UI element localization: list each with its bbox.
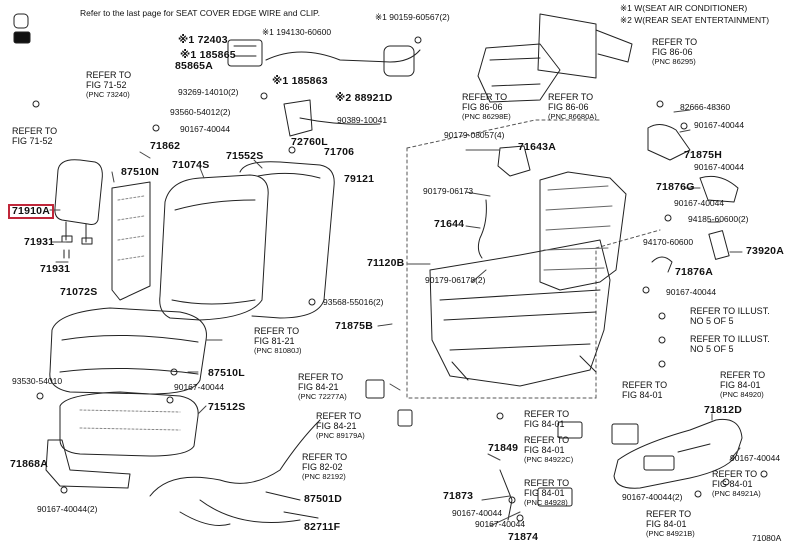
part-label-82711F[interactable]: 82711F (304, 521, 341, 533)
headrest-shape (54, 159, 103, 225)
part-label-90179c[interactable]: 90179-06178(2) (425, 275, 486, 285)
part-label-71644[interactable]: 71644 (434, 218, 465, 230)
cushion-pad-shape (59, 391, 199, 457)
fasteners (32, 36, 768, 522)
part-label-71849[interactable]: 71849 (488, 442, 519, 454)
cover-icon-outline (13, 13, 29, 29)
part-label-71910A-highlighted[interactable]: 71910A (8, 204, 54, 219)
part-label-94170[interactable]: 94170-60600 (643, 237, 694, 247)
part-label-71862[interactable]: 71862 (150, 140, 181, 152)
ref-note-18[interactable]: REFER TO ILLUST.NO 5 OF 5 (690, 334, 770, 354)
part-label-87510N[interactable]: 87510N (121, 166, 159, 178)
part-label-185865[interactable]: ※1 185865 (180, 49, 236, 61)
part-label-73920A[interactable]: 73920A (746, 245, 784, 257)
part-label-71874[interactable]: 71874 (508, 531, 539, 543)
part-label-90389[interactable]: 90389-10041 (337, 115, 388, 125)
part-label-90167f[interactable]: 90167-40044 (174, 382, 225, 392)
part-label-93269[interactable]: 93269-14010(2) (178, 87, 239, 97)
seatback-cover-shape (159, 174, 269, 321)
part-label-185863[interactable]: ※1 185863 (272, 75, 328, 87)
cover-icon-filled (13, 31, 31, 44)
part-label-72760L[interactable]: 72760L (291, 136, 328, 148)
part-label-90167h[interactable]: 90167-40044 (452, 508, 503, 518)
part-label-71875H[interactable]: 71875H (684, 149, 722, 161)
part-label-94185[interactable]: 94185-60600(2) (688, 214, 749, 224)
part-label-71643A[interactable]: 71643A (518, 141, 556, 153)
seatback-pad-shape (111, 181, 151, 301)
part-label-90159[interactable]: ※1 90159-60567(2) (375, 12, 450, 22)
part-label-90167k[interactable]: 90167-40044(2) (622, 492, 683, 502)
part-label-87510L[interactable]: 87510L (208, 367, 245, 379)
part-label-71931a[interactable]: 71931 (24, 236, 55, 248)
part-label-85865A[interactable]: 85865A (175, 60, 213, 72)
part-label-71812D[interactable]: 71812D (704, 404, 742, 416)
part-label-71706[interactable]: 71706 (324, 146, 355, 158)
figure-id: 71080A (752, 533, 782, 543)
seat-frame-shape (429, 239, 611, 387)
part-label-90179a[interactable]: 90179-08057(4) (444, 130, 505, 140)
part-label-71931b[interactable]: 71931 (40, 263, 71, 275)
header-note: Refer to the last page for SEAT COVER ED… (80, 8, 320, 18)
side-shield-shape (613, 418, 743, 489)
part-label-82666[interactable]: 82666-48360 (680, 102, 731, 112)
part-label-88921D[interactable]: ※2 88921D (335, 92, 393, 104)
part-label-194130[interactable]: ※1 194130-60600 (262, 27, 332, 37)
part-label-71512S[interactable]: 71512S (208, 401, 246, 413)
seatback-frame-shape (539, 171, 627, 291)
part-label-71074S[interactable]: 71074S (172, 159, 210, 171)
legend-2: ※2 W(REAR SEAT ENTERTAINMENT) (620, 15, 770, 25)
part-label-93530[interactable]: 93530-54010 (12, 376, 63, 386)
ref-note-17[interactable]: REFER TO ILLUST.NO 5 OF 5 (690, 306, 770, 326)
part-label-90167i[interactable]: 90167-40044 (475, 519, 526, 529)
part-label-71876G[interactable]: 71876G (656, 181, 695, 193)
cushion-trim-shape (45, 439, 131, 489)
part-label-90167b[interactable]: 90167-40044 (694, 120, 745, 130)
wire-harness-shape (149, 419, 321, 526)
part-label-93560[interactable]: 93560-54012(2) (170, 107, 231, 117)
part-label-71072S[interactable]: 71072S (60, 286, 98, 298)
legend-1: ※1 W(SEAT AIR CONDITIONER) (620, 3, 748, 13)
module-86295-shape (537, 13, 597, 79)
part-label-72403[interactable]: ※1 72403 (178, 34, 228, 46)
part-label-71875B[interactable]: 71875B (335, 320, 373, 332)
part-label-71552S[interactable]: 71552S (226, 150, 264, 162)
part-label-90179b[interactable]: 90179-06173 (423, 186, 474, 196)
part-label-71873[interactable]: 71873 (443, 490, 474, 502)
bracket-72403-shape (227, 39, 263, 67)
cushion-cover-shape (49, 307, 207, 395)
part-label-90167d[interactable]: 90167-40044 (674, 198, 725, 208)
part-label-90167e[interactable]: 90167-40044 (666, 287, 717, 297)
part-label-90167j[interactable]: 90167-40044 (730, 453, 781, 463)
part-label-93568[interactable]: 93568-55016(2) (323, 297, 384, 307)
part-label-71120B[interactable]: 71120B (367, 257, 405, 269)
seatback-inner-shape (239, 161, 335, 319)
part-label-87501D[interactable]: 87501D (304, 493, 342, 505)
part-label-79121[interactable]: 79121 (344, 173, 375, 185)
part-label-90167a[interactable]: 90167-40044 (180, 124, 231, 134)
part-label-71868A[interactable]: 71868A (10, 458, 48, 470)
part-label-90167c[interactable]: 90167-40044 (694, 162, 745, 172)
part-label-71876A[interactable]: 71876A (675, 266, 713, 278)
part-label-90167g[interactable]: 90167-40044(2) (37, 504, 98, 514)
